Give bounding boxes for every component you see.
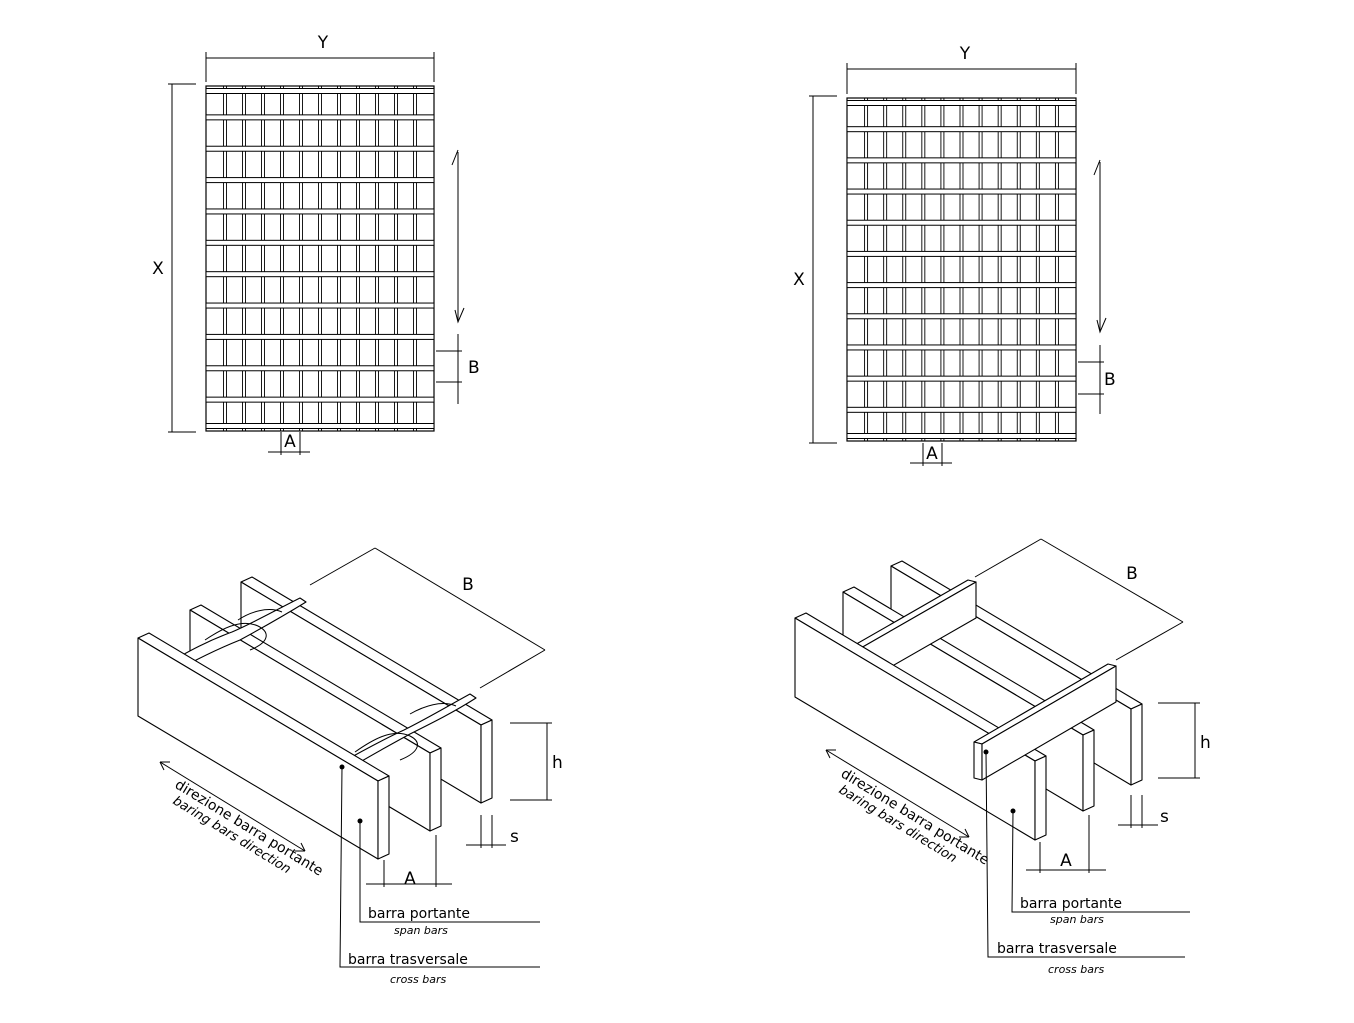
cross-bar-front <box>973 663 1117 781</box>
dimension-a-label: A <box>404 869 416 889</box>
mesh-frame <box>846 97 1077 442</box>
mesh-cross-bar <box>205 302 435 309</box>
dimension-h-label: h <box>552 753 563 773</box>
dimension-y-label: Y <box>317 33 329 53</box>
dimension-y: Y <box>205 33 435 82</box>
dimension-h: h <box>510 722 563 801</box>
dimension-x: X <box>793 95 837 444</box>
dimension-b-label: B <box>468 358 480 378</box>
mesh-cross-bar <box>846 282 1077 289</box>
grating-plan-view-welded: Y X B A <box>152 33 480 455</box>
grating-mesh <box>205 85 435 432</box>
mesh-cross-bar <box>846 433 1077 439</box>
span-bar-front <box>137 632 390 860</box>
mesh-cross-bar <box>846 219 1077 226</box>
mesh-cross-bar <box>846 406 1077 413</box>
span-bar-label-en: span bars <box>1050 913 1104 926</box>
dimension-s: s <box>1118 795 1169 828</box>
dimension-a-label: A <box>284 432 296 452</box>
mesh-cross-bar <box>205 177 435 184</box>
dimension-b-label: B <box>1104 370 1116 390</box>
grating-isometric-welded: B h s A direzione barra portante <box>137 547 563 986</box>
dimension-y: Y <box>846 44 1077 94</box>
mesh-cross-bar <box>846 313 1077 320</box>
dimension-b-label: B <box>462 575 474 595</box>
dimension-h: h <box>1158 702 1211 779</box>
cross-bar-label-en: cross bars <box>1048 963 1105 976</box>
leader-cross-bar: barra trasversale cross bars <box>339 764 540 986</box>
grating-mesh <box>846 97 1077 442</box>
dimension-b: B <box>1078 345 1116 414</box>
dimension-a: A <box>1026 815 1106 873</box>
dimension-b: B <box>436 334 480 404</box>
dimension-a: A <box>910 443 952 466</box>
bar-direction-arrow <box>451 149 465 324</box>
mesh-cross-bar <box>846 157 1077 164</box>
span-bar-front <box>794 612 1047 841</box>
dimension-h-label: h <box>1200 733 1211 753</box>
mesh-cross-bar <box>205 114 435 121</box>
mesh-cross-bar <box>846 126 1077 133</box>
dimension-a: A <box>366 835 452 889</box>
mesh-cross-bar <box>846 250 1077 257</box>
mesh-cross-bar <box>205 88 435 94</box>
mesh-cross-bar <box>205 396 435 403</box>
dimension-a-label: A <box>1060 851 1072 871</box>
grating-isometric-pressed: B h s A direzione barra portante baring … <box>794 538 1211 976</box>
dimension-s-label: s <box>1160 807 1169 827</box>
mesh-frame <box>205 85 435 432</box>
dimension-y-label: Y <box>959 44 971 64</box>
dimension-b-label: B <box>1126 564 1138 584</box>
cross-bar-label-it: barra trasversale <box>997 941 1117 957</box>
mesh-cross-bar <box>846 344 1077 351</box>
dimension-x-label: X <box>152 259 164 279</box>
mesh-cross-bar <box>846 375 1077 382</box>
mesh-cross-bar <box>205 271 435 278</box>
mesh-cross-bar <box>205 145 435 152</box>
leader-span-bar: barra portante span bars <box>1010 808 1190 926</box>
span-bar-label-it: barra portante <box>1020 896 1122 912</box>
mesh-cross-bar <box>205 239 435 246</box>
mesh-cross-bar <box>846 188 1077 195</box>
leader-span-bar: barra portante span bars <box>357 818 540 937</box>
mesh-cross-bar <box>205 208 435 215</box>
cross-bar-label-en: cross bars <box>390 973 447 986</box>
dimension-x-label: X <box>793 270 805 290</box>
mesh-cross-bar <box>205 423 435 429</box>
bar-direction-arrow <box>1093 159 1107 334</box>
cross-bar-label-it: barra trasversale <box>348 952 468 968</box>
span-bar-label-en: span bars <box>394 924 448 937</box>
mesh-cross-bar <box>205 365 435 372</box>
dimension-b: B <box>309 547 546 689</box>
dimension-x: X <box>152 83 196 433</box>
mesh-cross-bar <box>205 333 435 340</box>
dimension-a-label: A <box>926 444 938 464</box>
grating-plan-view-pressed: Y X B A <box>793 44 1116 466</box>
dimension-a: A <box>268 432 310 455</box>
span-bar-label-it: barra portante <box>368 906 470 922</box>
dimension-s: s <box>466 815 519 848</box>
leader-cross-bar: barra trasversale cross bars <box>983 749 1185 976</box>
dimension-b: B <box>974 538 1184 661</box>
dimension-s-label: s <box>510 827 519 847</box>
mesh-cross-bar <box>846 100 1077 106</box>
